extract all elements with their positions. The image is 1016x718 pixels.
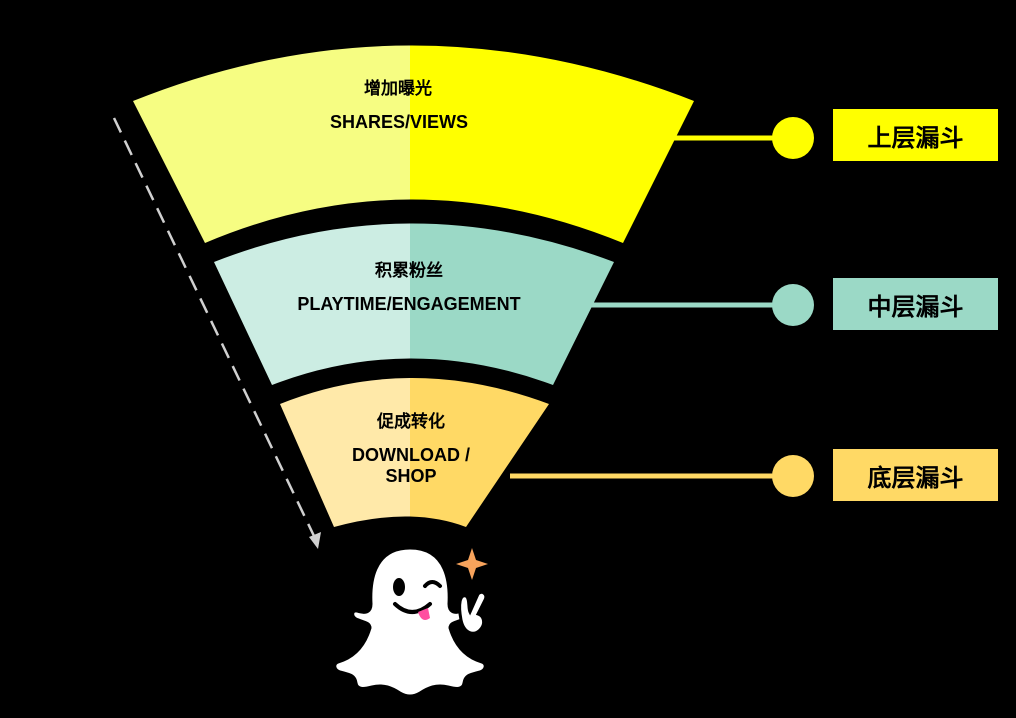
segment-metric-bottom-line1: DOWNLOAD / <box>352 445 470 465</box>
funnel-segment-middle: 积累粉丝 PLAYTIME/ENGAGEMENT <box>214 223 614 385</box>
stage-label-top: 上层漏斗 <box>833 109 998 161</box>
segment-title-top: 增加曝光 <box>364 78 432 99</box>
stage-connector-3 <box>510 455 814 497</box>
segment-metric-bottom-line2: SHOP <box>385 466 436 486</box>
segment-title-bottom: 促成转化 <box>376 411 445 432</box>
peace-hand <box>458 590 488 635</box>
snapchat-ghost-icon <box>333 546 488 698</box>
stage-label-bottom-text: 底层漏斗 <box>867 463 964 492</box>
stage-label-bottom: 底层漏斗 <box>833 449 998 501</box>
funnel-segment-top: 增加曝光 SHARES/VIEWS <box>133 45 694 243</box>
stage-label-top-text: 上层漏斗 <box>867 123 964 152</box>
segment-metric-middle: PLAYTIME/ENGAGEMENT <box>297 294 520 314</box>
sparkle-icon <box>456 548 488 580</box>
stage-label-middle-text: 中层漏斗 <box>867 292 964 321</box>
segment-title-middle: 积累粉丝 <box>375 260 443 281</box>
dashed-down-arrow <box>112 117 321 549</box>
stage-connector-2 <box>580 284 814 326</box>
funnel-segment-bottom: 促成转化 DOWNLOAD / SHOP <box>280 378 549 527</box>
segment-metric-top: SHARES/VIEWS <box>330 112 468 132</box>
stage-label-middle: 中层漏斗 <box>833 278 998 330</box>
